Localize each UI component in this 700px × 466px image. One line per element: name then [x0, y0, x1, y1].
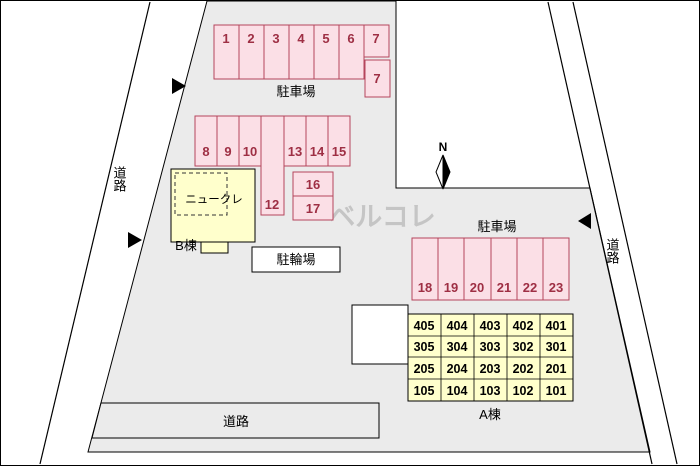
road-left-outer-line: [39, 1, 151, 465]
parking-number: 18: [418, 280, 432, 295]
parking-number: 17: [306, 201, 320, 216]
room-number: 303: [480, 340, 501, 354]
parking-number: 9: [224, 144, 231, 159]
parking-lot-label-top: 駐車場: [276, 84, 315, 99]
parking-space: [313, 24, 340, 80]
road-bottom-strip: [91, 402, 380, 439]
parking-space: [463, 237, 492, 301]
room-number: 102: [513, 384, 534, 398]
parking-number: 6: [347, 31, 354, 46]
building-b-label: B棟: [175, 238, 197, 253]
parking-number: 21: [497, 280, 511, 295]
parking-number: 23: [549, 280, 563, 295]
room-number: 202: [513, 362, 534, 376]
entrance-arrow-left-icon: [128, 232, 142, 248]
building-b-outline: [170, 168, 256, 243]
parking-mid-group: 8 9 10 12 13 14 15 16 17: [194, 115, 351, 221]
parking-number: 1: [222, 31, 229, 46]
building-b: ニュークレ B棟: [170, 168, 256, 254]
watermark-text: ベルコレ: [328, 202, 435, 232]
building-a-label: A棟: [479, 407, 501, 422]
boundary-notch: [351, 304, 409, 365]
room-number: 201: [546, 362, 567, 376]
building-b-dashed-outline: [174, 172, 228, 216]
compass-needle-black: [442, 154, 451, 190]
road-right-inner-line: [547, 1, 653, 465]
parking-space-extra: [364, 59, 391, 98]
building-b-step: [200, 241, 229, 254]
parking-space: [292, 195, 334, 221]
entrance-arrow-top-left-icon: [172, 78, 186, 94]
parking-number: 20: [470, 280, 484, 295]
parking-number: 4: [297, 31, 305, 46]
parking-number: 2: [247, 31, 254, 46]
room-number: 105: [414, 384, 435, 398]
room-number: 101: [546, 384, 567, 398]
parking-number: 16: [306, 177, 320, 192]
parking-number: 19: [444, 280, 458, 295]
parking-number: 3: [272, 31, 279, 46]
road-label-right: 道路: [605, 238, 620, 264]
room-number: 401: [546, 319, 567, 333]
building-b-name: ニュークレ: [185, 193, 243, 206]
parking-space: [263, 24, 290, 80]
room-number: 203: [480, 362, 501, 376]
room-number: 305: [414, 340, 435, 354]
bicycle-parking-outline: [251, 246, 341, 273]
parking-space: [292, 171, 334, 197]
room-number: 402: [513, 319, 534, 333]
room-number: 205: [414, 362, 435, 376]
parking-number: 10: [243, 144, 257, 159]
parking-space: [338, 24, 365, 80]
road-right-outer-line: [572, 1, 678, 465]
parking-space: [437, 237, 465, 301]
parking-number: 7: [372, 31, 379, 46]
room-number: 204: [447, 362, 468, 376]
parking-number: 14: [310, 144, 325, 159]
parking-right-row: 18 19 20 21 22 23: [411, 237, 570, 301]
room-number: 404: [447, 319, 468, 333]
north-compass: N: [435, 140, 451, 190]
room-number: 403: [480, 319, 501, 333]
building-a-outline: [407, 313, 574, 402]
parking-number: 5: [322, 31, 329, 46]
parking-space: [363, 24, 390, 58]
parking-space: [288, 24, 315, 80]
parking-number: 12: [265, 197, 279, 212]
building-a: 405 404 403 402 401 305 304 303 302 301 …: [407, 313, 574, 422]
parking-space: [490, 237, 518, 301]
entrance-arrow-right-icon: [578, 213, 591, 229]
parking-lot-label-right: 駐車場: [477, 219, 516, 234]
room-number: 301: [546, 340, 567, 354]
road-label-bottom: 道路: [223, 414, 249, 429]
parking-number: 15: [332, 144, 346, 159]
room-number: 302: [513, 340, 534, 354]
parking-top-row: 1 2 3 4 5 6 7 7: [213, 24, 391, 98]
parking-space: [213, 24, 240, 80]
parking-number: 7: [373, 71, 380, 86]
parking-number: 22: [523, 280, 537, 295]
bicycle-parking-label: 駐輪場: [276, 252, 315, 267]
parking-number: 8: [202, 144, 209, 159]
north-label: N: [439, 140, 448, 154]
room-number: 104: [447, 384, 468, 398]
parking-number: 13: [288, 144, 302, 159]
room-number: 103: [480, 384, 501, 398]
room-number: 405: [414, 319, 435, 333]
parking-space: [542, 237, 570, 301]
road-label-left: 道路: [112, 166, 127, 192]
room-number: 304: [447, 340, 468, 354]
parking-space: [327, 115, 351, 167]
